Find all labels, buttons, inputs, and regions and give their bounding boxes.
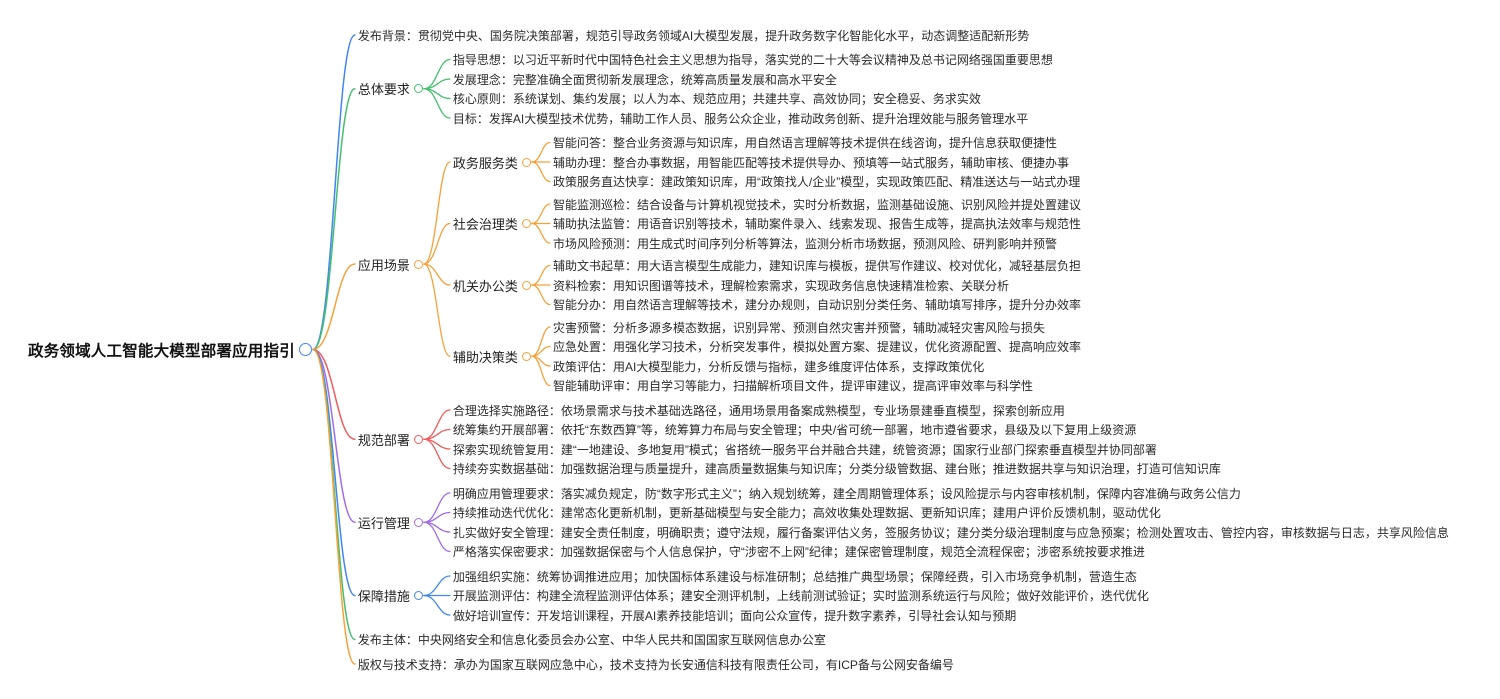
leaf-node[interactable]: 发展理念：完整准确全面贯彻新发展理念，统筹高质量发展和高水平安全 xyxy=(452,72,837,87)
leaf-node[interactable]: 加强组织实施：统筹协调推进应用；加快国标体系建设与标准研制；总结推广典型场景；保… xyxy=(452,569,1137,584)
root-collapse-circle[interactable] xyxy=(298,343,312,356)
leaf-node[interactable]: 辅助办理：整合办事数据，用智能匹配等技术提供导办、预填等一站式服务，辅助审核、便… xyxy=(552,155,1069,170)
root-hub: 政务领域人工智能大模型部署应用指引 xyxy=(0,339,312,361)
leaf-node[interactable]: 资料检索：用知识图谱等技术，理解检索需求，实现政务信息快速精准检索、关联分析 xyxy=(552,278,1009,293)
branch-children: 合理选择实施路径：依场景需求与技术基础选路径，通用场景用备案成熟模型，专业场景建… xyxy=(453,400,1221,478)
collapse-circle-icon[interactable] xyxy=(413,591,423,600)
branch-hub: 运行管理 xyxy=(358,513,423,532)
leaf-node[interactable]: 探索实现统管复用：建“一地建设、多地复用”模式；省搭统一服务平台并融合共建，统管… xyxy=(452,442,1157,457)
category-children: 智能问答：整合业务资源与知识库，用自然语言理解等技术提供在线咨询，提升信息获取便… xyxy=(553,133,1080,192)
leaf-node[interactable]: 核心原则：系统谋划、集约发展；以人为本、规范应用；共建共享、高效协同；安全稳妥、… xyxy=(452,92,981,106)
category-label[interactable]: 机关办公类 xyxy=(452,278,518,294)
leaf-node[interactable]: 开展监测评估：构建全流程监测评估体系；建安全测评机制，上线前测试验证；实时监测系… xyxy=(452,589,1149,603)
category-hub: 机关办公类 xyxy=(453,276,531,295)
leaf-node[interactable]: 辅助执法监管：用语音识别等技术，辅助案件录入、线索发现、报告生成等，提高执法效率… xyxy=(552,217,1081,231)
branch-children: 加强组织实施：统筹协调推进应用；加快国标体系建设与标准研制；总结推广典型场景；保… xyxy=(453,566,1149,625)
branch-hub: 总体要求 xyxy=(358,79,423,98)
branch-label[interactable]: 规范部署 xyxy=(357,432,410,448)
leaf-node[interactable]: 持续夯实数据基础：加强数据治理与质量提升，建高质量数据集与知识库；分类分级管数据… xyxy=(452,462,1221,476)
collapse-circle-icon[interactable] xyxy=(521,280,531,290)
leaf-node[interactable]: 扎实做好安全管理：建安全责任制度，明确职责；遵守法规，履行备案评估义务，签服务协… xyxy=(452,525,1449,540)
branch-label[interactable]: 运行管理 xyxy=(357,515,410,531)
category-label[interactable]: 政务服务类 xyxy=(452,155,518,171)
collapse-circle-icon[interactable] xyxy=(521,157,531,167)
category-hub: 社会治理类 xyxy=(453,214,531,233)
branch-label[interactable]: 总体要求 xyxy=(357,82,410,98)
branch-node: 规范部署 合理选择实施路径：依场景需求与技术基础选路径，通用场景用备案成熟模型，专… xyxy=(358,400,1449,478)
category-node: 辅助决策类 灾害预警：分析多源多模态数据，识别异常、预测自然灾害并预警，辅助减轻灾… xyxy=(453,317,1081,395)
collapse-circle-icon[interactable] xyxy=(413,259,423,269)
category-hub: 辅助决策类 xyxy=(453,347,531,366)
branch-node: 应用场景 政务服务类 智能问答：整合业务资源与知识库，用自然语言理解等技术提供在线咨… xyxy=(358,133,1449,396)
leaf-node[interactable]: 合理选择实施路径：依场景需求与技术基础选路径，通用场景用备案成熟模型，专业场景建… xyxy=(452,403,1065,418)
collapse-circle-icon[interactable] xyxy=(521,351,531,361)
leaf-node[interactable]: 智能辅助评审：用自学习等能力，扫描解析项目文件，提评审建议，提高评审效率与科学性 xyxy=(552,379,1033,393)
branch-children: 政务服务类 智能问答：整合业务资源与知识库，用自然语言理解等技术提供在线咨询，提升… xyxy=(453,133,1081,396)
category-label[interactable]: 社会治理类 xyxy=(452,217,518,232)
leaf-node[interactable]: 应急处置：用强化学习技术，分析突发事件，模拟处置方案、提建议，优化资源配置、提高… xyxy=(552,340,1081,354)
leaf-node[interactable]: 版权与技术支持：承办为国家互联网应急中心，技术支持为长安通信科技有限责任公司，有… xyxy=(357,657,954,672)
leaf-node[interactable]: 政策服务直达快享：建政策知识库，用“政策找人/企业”模型，实现政策匹配、精准送达… xyxy=(552,175,1081,189)
leaf-node[interactable]: 智能分办：用自然语言理解等技术，建分办规则，自动识别分类任务、辅助填写排序，提升… xyxy=(552,298,1081,312)
category-node: 政务服务类 智能问答：整合业务资源与知识库，用自然语言理解等技术提供在线咨询，提升… xyxy=(453,133,1081,192)
branch-label[interactable]: 保障措施 xyxy=(357,589,410,604)
category-node: 机关办公类 辅助文书起草：用大语言模型生成能力，建知识库与模板，提供写作建议、校对… xyxy=(453,256,1081,315)
branch-node: 运行管理 明确应用管理要求：落实减负规定，防“数字形式主义”；纳入规划统筹，建全周… xyxy=(358,483,1449,561)
branch-list: 发布背景：贯彻党中央、国务院决策部署，规范引导政务领域AI大模型发展，提升政务数… xyxy=(358,25,1449,674)
leaf-node[interactable]: 指导思想：以习近平新时代中国特色社会主义思想为指导，落实党的二十大等会议精神及总… xyxy=(452,53,1053,67)
leaf-node[interactable]: 严格落实保密要求：加强数据保密与个人信息保护，守“涉密不上网”纪律；建保密管理制… xyxy=(452,545,1145,559)
category-label[interactable]: 辅助决策类 xyxy=(452,349,518,365)
leaf-node[interactable]: 做好培训宣传：开发培训课程，开展AI素养技能培训；面向公众宣传，提升数字素养，引… xyxy=(452,608,1017,623)
category-children: 灾害预警：分析多源多模态数据，识别异常、预测自然灾害并预警，辅助减轻灾害风险与损… xyxy=(553,317,1081,395)
leaf-node[interactable]: 辅助文书起草：用大语言模型生成能力，建知识库与模板，提供写作建议、校对优化，减轻… xyxy=(552,259,1081,273)
branch-hub: 保障措施 xyxy=(358,586,423,605)
leaf-node[interactable]: 统筹集约开展部署：依托“东数西算”等，统筹算力布局与安全管理；中央/省可统一部署… xyxy=(452,423,1137,437)
collapse-circle-icon[interactable] xyxy=(413,434,423,444)
category-node: 社会治理类 智能监测巡检：结合设备与计算机视觉技术，实时分析数据，监测基础设施、识… xyxy=(453,194,1081,253)
leaf-node[interactable]: 灾害预警：分析多源多模态数据，识别异常、预测自然灾害并预警，辅助减轻灾害风险与损… xyxy=(552,320,1045,335)
branch-node: 总体要求 指导思想：以习近平新时代中国特色社会主义思想为指导，落实党的二十大等会议… xyxy=(358,50,1449,128)
root-label[interactable]: 政务领域人工智能大模型部署应用指引 xyxy=(28,342,295,360)
branch-children: 指导思想：以习近平新时代中国特色社会主义思想为指导，落实党的二十大等会议精神及总… xyxy=(453,50,1053,128)
branch-children: 明确应用管理要求：落实减负规定，防“数字形式主义”；纳入规划统筹，建全周期管理体… xyxy=(453,483,1449,561)
collapse-circle-icon[interactable] xyxy=(413,517,423,527)
leaf-node[interactable]: 目标：发挥AI大模型技术优势，辅助工作人员、服务公众企业，推动政务创新、提升治理… xyxy=(452,111,1029,126)
branch-hub: 应用场景 xyxy=(358,255,423,274)
leaf-node[interactable]: 发布主体：中央网络安全和信息化委员会办公室、中华人民共和国国家互联网信息办公室 xyxy=(357,633,826,647)
branch-hub: 规范部署 xyxy=(358,430,423,449)
category-hub: 政务服务类 xyxy=(453,153,531,172)
leaf-node[interactable]: 智能问答：整合业务资源与知识库，用自然语言理解等技术提供在线咨询，提升信息获取便… xyxy=(552,136,1057,150)
branch-label[interactable]: 应用场景 xyxy=(357,257,410,273)
leaf-node[interactable]: 持续推动迭代优化：建常态化更新机制，更新基础模型与安全能力；高效收集处理数据、更… xyxy=(452,506,1161,520)
leaf-node[interactable]: 政策评估：用AI大模型能力，分析反馈与指标，建多维度评估体系，支撑政策优化 xyxy=(552,359,985,374)
collapse-circle-icon[interactable] xyxy=(413,84,423,94)
branch-node: 保障措施 加强组织实施：统筹协调推进应用；加快国标体系建设与标准研制；总结推广典型… xyxy=(358,566,1449,625)
category-children: 智能监测巡检：结合设备与计算机视觉技术，实时分析数据，监测基础设施、识别风险并提… xyxy=(553,194,1081,253)
category-children: 辅助文书起草：用大语言模型生成能力，建知识库与模板，提供写作建议、校对优化，减轻… xyxy=(553,256,1081,315)
root-node: 政务领域人工智能大模型部署应用指引 发布背景：贯彻党中央、国务院决策部署，规范引导… xyxy=(0,25,1449,674)
leaf-node[interactable]: 市场风险预测：用生成式时间序列分析等算法，监测分析市场数据，预测风险、研判影响并… xyxy=(552,236,1057,251)
leaf-node[interactable]: 明确应用管理要求：落实减负规定，防“数字形式主义”；纳入规划统筹，建全周期管理体… xyxy=(452,486,1241,501)
leaf-node[interactable]: 智能监测巡检：结合设备与计算机视觉技术，实时分析数据，监测基础设施、识别风险并提… xyxy=(552,197,1081,212)
leaf-node[interactable]: 发布背景：贯彻党中央、国务院决策部署，规范引导政务领域AI大模型发展，提升政务数… xyxy=(357,28,1030,43)
collapse-circle-icon[interactable] xyxy=(521,219,531,228)
